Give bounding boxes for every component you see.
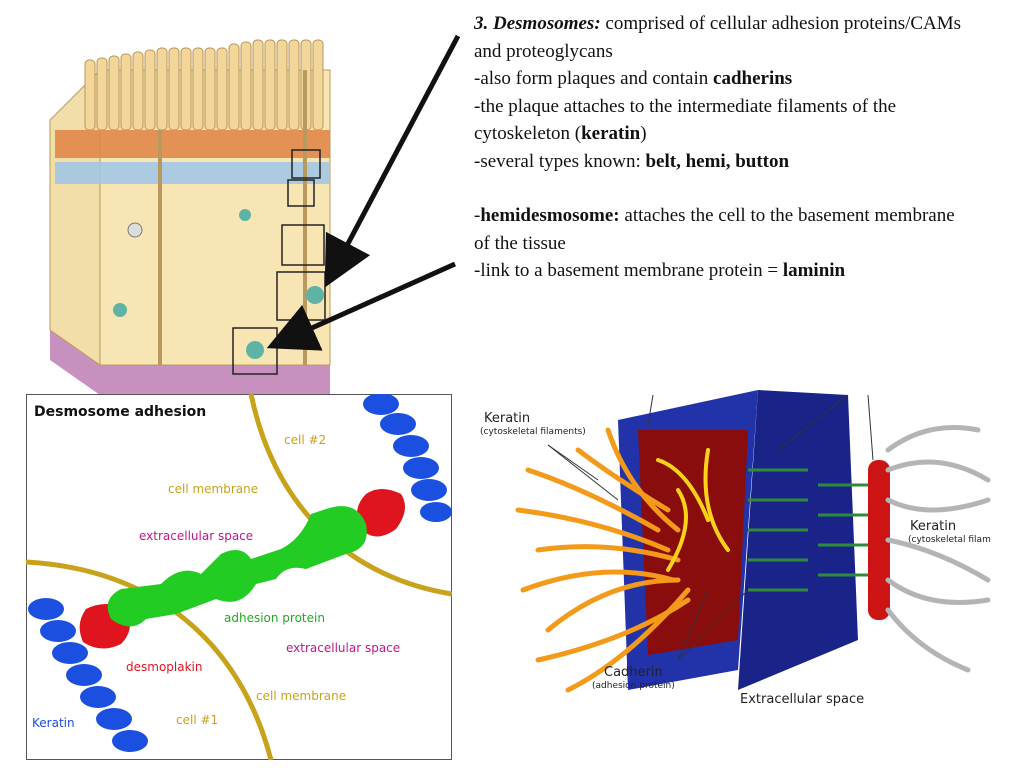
tight-junction-band [55,162,330,184]
cadherin-label: Cadherin [604,665,663,680]
extracellular-bottom-label: extracellular space [286,641,400,655]
arrow-desmosome [324,34,461,288]
cell1-label: cell #1 [176,713,218,727]
note-bold: cadherins [713,68,793,89]
basement-membrane [50,330,330,395]
note-text: attaches the cell to the basement membra… [474,205,955,254]
note-cadherins: -also form plaques and contain cadherins [474,65,974,93]
keratin-chain-bottom [28,598,148,752]
cell-membrane-top-label: cell membrane [168,482,258,496]
note-laminin: -link to a basement membrane protein = l… [474,257,974,285]
note-hemidesmosome: -hemidesmosome: attaches the cell to the… [474,202,974,257]
keratin-label: Keratin [32,716,75,730]
keratin-filaments-right [885,425,991,673]
keratin-right-sublabel: (cytoskeletal filam [908,535,991,545]
heading-rest: comprised of cellular adhesion proteins/… [474,13,962,62]
epithelium-illustration [49,39,331,395]
adhesion-protein-label: adhesion protein [224,611,325,625]
note-keratin: -the plaque attaches to the intermediate… [474,93,974,148]
pointer-arrows [266,34,461,351]
cell-membrane-bottom-label: cell membrane [256,689,346,703]
note-text: -the plaque attaches to the intermediate… [474,95,897,145]
note-text: - [474,205,481,226]
note-text: -several types known: [474,150,646,172]
note-bold: belt, hemi, button [645,150,790,172]
notes-panel: 3. Desmosomes: comprised of cellular adh… [474,10,974,285]
notes-heading: 3. Desmosomes: comprised of cellular adh… [474,10,974,65]
desmosome-diagram: Desmosome adhesion cell #2 cell membrane… [26,394,452,760]
note-bold: keratin [581,123,641,144]
heading-bold: 3. Desmosomes: [474,13,601,34]
extracellular-top-label: extracellular space [139,529,253,543]
membrane-slab-right [738,390,858,690]
note-text: ) [640,123,647,144]
extracellular-label: Extracellular space [740,692,864,707]
keratin-right-label: Keratin [910,519,956,534]
keratin-chain-top [363,394,452,522]
adhesion-belt-band [55,130,330,158]
note-bold: laminin [782,260,846,281]
diagram-title: Desmosome adhesion [34,404,206,420]
note-text: -also form plaques and contain [474,68,714,89]
arrow-hemidesmosome [266,261,457,351]
cadherin-pins [748,468,868,592]
desmosome-illustration: Keratin (cytoskeletal filaments) Keratin… [480,390,991,707]
note-text: -link to a basement membrane protein = [474,260,783,281]
adhesion-protein-shape [107,506,367,627]
membrane-bottom [26,559,274,760]
keratin-left-sublabel: (cytoskeletal filaments) [480,427,586,437]
desmoplakin-top [357,489,405,537]
cell2-label: cell #2 [284,433,326,447]
note-types: -several types known: belt, hemi, button [474,148,974,176]
note-bold: hemidesmosome: [480,205,620,226]
plaque-right [868,460,890,620]
keratin-left-label: Keratin [484,411,530,426]
plaque-left [638,430,748,655]
desmoplakin-label: desmoplakin [126,660,202,674]
cadherin-sublabel: (adhesion protein) [592,681,675,691]
keratin-filaments-left [515,427,691,693]
